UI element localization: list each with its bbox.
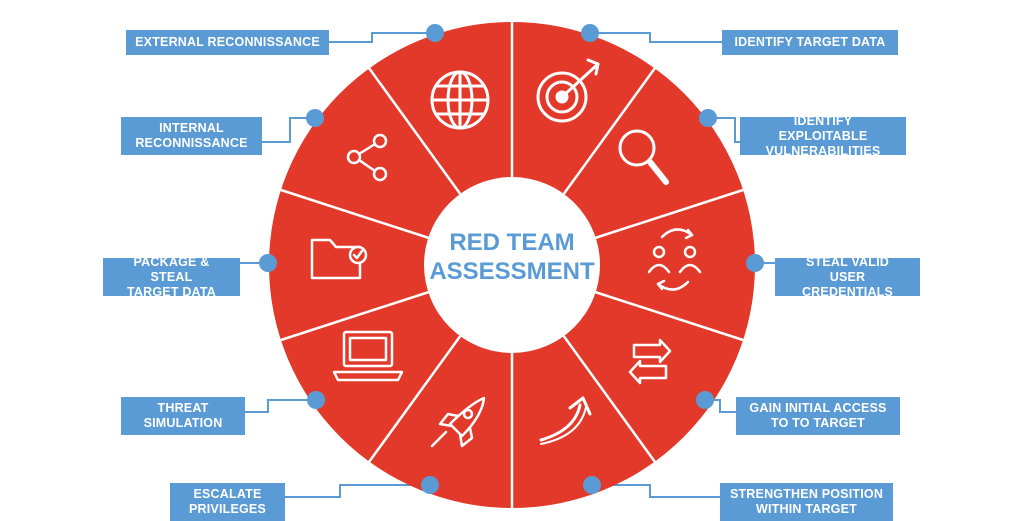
share-icon xyxy=(346,133,388,182)
label-escalate-privileges: ESCALATE PRIVILEGES xyxy=(170,483,285,521)
label-steal-valid-user-credentials: STEAL VALID USER CREDENTIALS xyxy=(775,255,920,299)
label-gain-initial-access: GAIN INITIAL ACCESS TO TO TARGET xyxy=(736,397,900,435)
rising-arrow-icon xyxy=(539,396,592,445)
laptop-icon xyxy=(332,330,404,382)
globe-icon xyxy=(430,70,490,130)
connector-lines xyxy=(240,32,775,498)
label-text: STEAL VALID USER CREDENTIALS xyxy=(801,254,894,299)
rocket-icon xyxy=(430,396,486,448)
label-text: INTERNAL RECONNISSANCE xyxy=(135,121,248,150)
label-identify-exploitable-vulnerabilities: IDENTIFY EXPLOITABLE VULNERABILITIES xyxy=(740,114,906,158)
label-text: STRENGTHEN POSITION WITHIN TARGET xyxy=(729,487,884,516)
connector-dots xyxy=(259,24,764,494)
label-text: EXTERNAL RECONNISSANCE xyxy=(135,35,320,49)
label-text: IDENTIFY EXPLOITABLE VULNERABILITIES xyxy=(765,113,881,158)
label-identify-target-data: IDENTIFY TARGET DATA xyxy=(722,30,898,55)
label-text: PACKAGE & STEAL TARGET DATA xyxy=(127,254,216,299)
label-text: IDENTIFY TARGET DATA xyxy=(734,35,886,49)
label-text: THREAT SIMULATION xyxy=(143,401,223,430)
center-circle xyxy=(424,177,600,353)
label-threat-simulation: THREAT SIMULATION xyxy=(121,397,245,435)
label-package-steal-target-data: PACKAGE & STEAL TARGET DATA xyxy=(103,255,240,299)
label-external-reconnissance: EXTERNAL RECONNISSANCE xyxy=(126,30,329,55)
arrows-exchange-icon xyxy=(628,338,672,385)
label-strengthen-position: STRENGTHEN POSITION WITHIN TARGET xyxy=(720,483,893,521)
magnifier-icon xyxy=(618,129,669,185)
target-icon xyxy=(536,58,600,123)
center-title: RED TEAM ASSESSMENT xyxy=(429,229,595,285)
folder-check-icon xyxy=(310,238,368,280)
wheel xyxy=(269,22,755,508)
label-text: ESCALATE PRIVILEGES xyxy=(188,487,267,516)
label-text: GAIN INITIAL ACCESS TO TO TARGET xyxy=(749,401,887,430)
users-exchange-icon xyxy=(647,228,702,291)
segment-dividers xyxy=(280,22,744,508)
label-internal-reconnissance: INTERNAL RECONNISSANCE xyxy=(121,117,262,155)
